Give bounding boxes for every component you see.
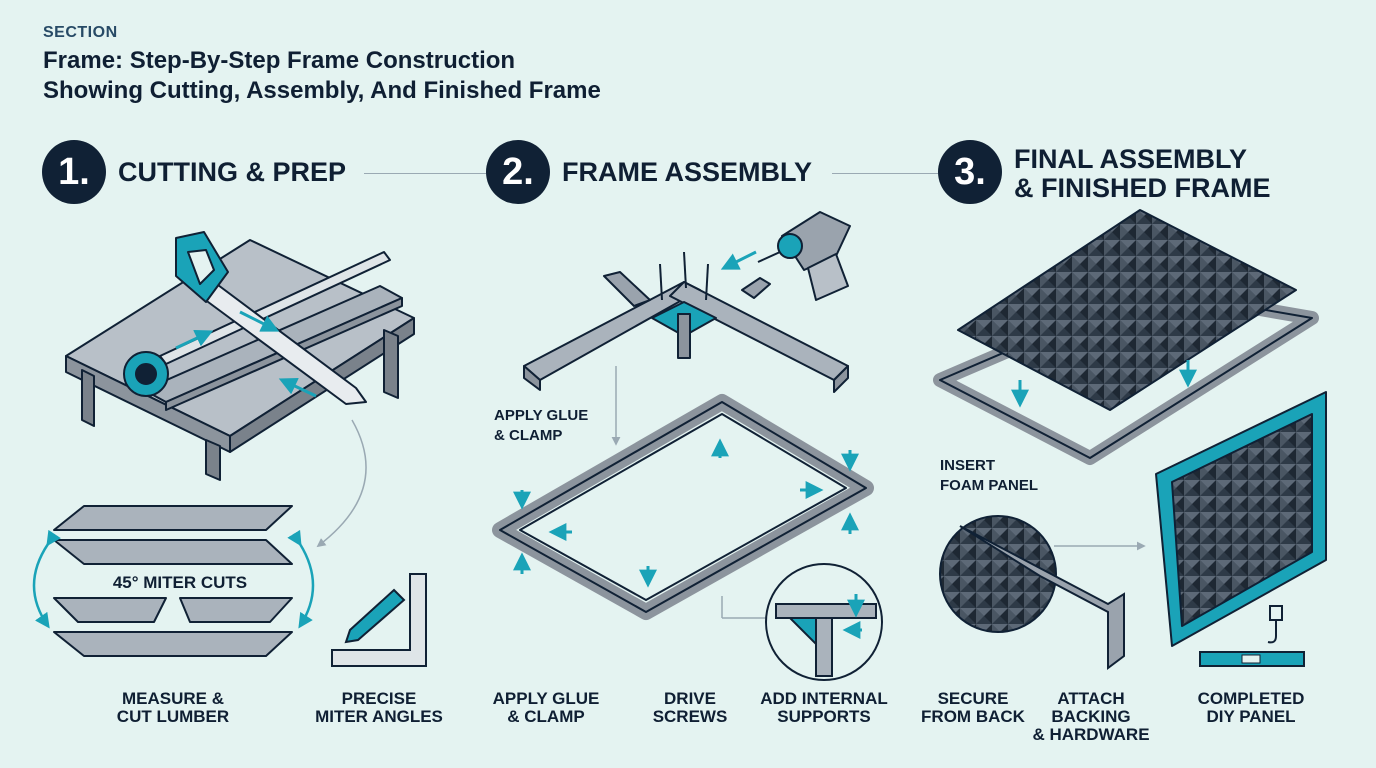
caption-line1: ADD INTERNAL	[760, 689, 888, 708]
insert-foam-label: INSERT FOAM PANEL	[940, 456, 1038, 496]
step-2-title: FRAME ASSEMBLY	[562, 157, 813, 187]
page-title: Frame: Step-By-Step Frame Construction S…	[43, 46, 601, 106]
secure-from-back-detail	[939, 515, 1146, 670]
caption-secure-back: SECURE FROM BACK	[918, 690, 1028, 726]
caption-line2: SCREWS	[652, 707, 728, 726]
caption-line2: & CLAMP	[507, 707, 585, 726]
caption-miter-angles: PRECISE MITER ANGLES	[306, 690, 452, 726]
foam-panel-illustration	[933, 209, 1319, 465]
apply-glue-label-line1: APPLY GLUE	[494, 407, 589, 424]
step-1-number: 1.	[42, 140, 106, 204]
caption-line2: DIY PANEL	[1206, 707, 1296, 726]
caption-measure-cut: MEASURE & CUT LUMBER	[98, 690, 248, 726]
step-3-title: FINAL ASSEMBLY & FINISHED FRAME	[1014, 145, 1271, 203]
caption-line1: APPLY GLUE	[492, 689, 600, 708]
finished-panel-illustration	[1155, 391, 1327, 647]
caption-line1: SECURE	[937, 689, 1009, 708]
drill-icon	[757, 211, 851, 301]
caption-drive-screws: DRIVE SCREWS	[642, 690, 738, 726]
caption-completed-panel: COMPLETED DIY PANEL	[1186, 690, 1316, 726]
step-connector-1	[364, 173, 486, 174]
caption-line1: COMPLETED	[1197, 689, 1305, 708]
square-ruler-icon	[331, 573, 427, 667]
corner-clamp-icon	[651, 301, 717, 359]
apply-glue-label-line2: & CLAMP	[494, 427, 563, 444]
caption-internal-supports: ADD INTERNAL SUPPORTS	[758, 690, 890, 726]
step-2-number: 2.	[486, 140, 550, 204]
caption-apply-glue: APPLY GLUE & CLAMP	[480, 690, 612, 726]
apply-glue-label: APPLY GLUE & CLAMP	[494, 406, 588, 446]
step-1-title: CUTTING & PREP	[118, 157, 347, 187]
screw-icon	[659, 251, 709, 301]
caption-line2: SUPPORTS	[777, 707, 871, 726]
step-3-title-line2: & FINISHED FRAME	[1014, 173, 1271, 203]
miter-cuts-label: 45° MITER CUTS	[112, 573, 248, 592]
caption-line1: PRECISE	[341, 689, 417, 708]
section-label: SECTION	[43, 24, 118, 41]
caption-line2: & HARDWARE	[1032, 725, 1150, 744]
corner-joint-illustration	[523, 271, 849, 393]
internal-support-detail	[765, 563, 883, 681]
step-3-number: 3.	[938, 140, 1002, 204]
caption-line1: MEASURE &	[121, 689, 224, 708]
caption-line2: FROM BACK	[921, 707, 1025, 726]
caption-line2: MITER ANGLES	[315, 707, 443, 726]
step-3-title-line1: FINAL ASSEMBLY	[1014, 144, 1248, 174]
page-title-line2: Showing Cutting, Assembly, And Finished …	[43, 77, 601, 104]
step-connector-2	[832, 173, 938, 174]
caption-line1: ATTACH BACKING	[1051, 689, 1131, 726]
insert-foam-label-line1: INSERT	[940, 457, 996, 474]
caption-attach-backing: ATTACH BACKING & HARDWARE	[1016, 690, 1166, 744]
cut-lumber-pieces	[53, 505, 293, 657]
hook-icon	[1267, 605, 1283, 644]
caption-line2: CUT LUMBER	[116, 707, 230, 726]
level-icon	[1199, 651, 1305, 667]
insert-foam-label-line2: FOAM PANEL	[940, 477, 1039, 494]
caption-line1: DRIVE	[664, 689, 716, 708]
rectangular-frame-illustration	[492, 394, 874, 620]
pencil-icon	[344, 588, 406, 644]
page-title-line1: Frame: Step-By-Step Frame Construction	[43, 47, 516, 74]
